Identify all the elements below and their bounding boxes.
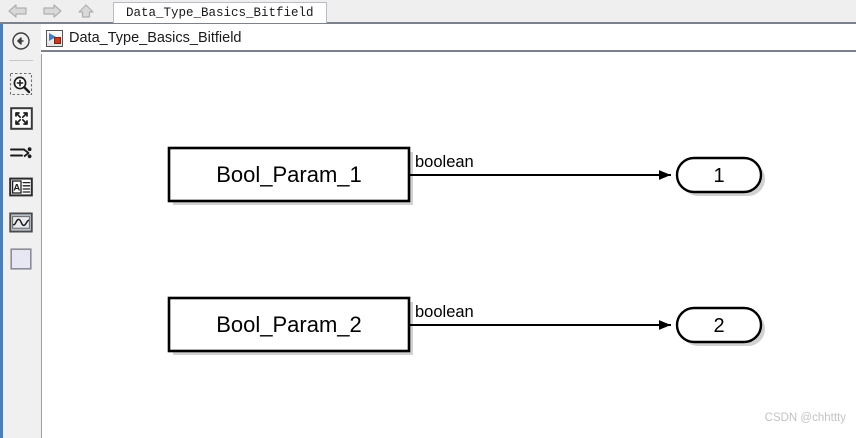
model-canvas[interactable]: Bool_Param_1 boolean 1 Bool_Param_2 bool… <box>41 54 856 438</box>
signal-label: boolean <box>415 153 474 171</box>
svg-text:A: A <box>13 183 20 194</box>
block-group-2[interactable]: Bool_Param_2 <box>167 296 413 355</box>
arrow-left-icon[interactable] <box>6 2 30 20</box>
port-number: 2 <box>713 315 724 337</box>
signal-label: boolean <box>415 303 474 321</box>
block-label: Bool_Param_1 <box>216 162 362 187</box>
breadcrumb-tab[interactable]: Data_Type_Basics_Bitfield <box>113 2 327 23</box>
port-number: 1 <box>713 165 724 187</box>
arrow-right-icon[interactable] <box>40 2 64 20</box>
zoom-in-icon[interactable] <box>8 71 34 97</box>
navigation-bar: Data_Type_Basics_Bitfield <box>0 0 856 24</box>
output-port-1[interactable]: 1 <box>675 156 765 196</box>
nav-arrow-group <box>6 0 98 22</box>
signal-line-1[interactable]: boolean <box>409 153 671 180</box>
signal-line-2[interactable]: boolean <box>409 303 671 330</box>
annotation-text-icon[interactable]: A <box>8 174 34 200</box>
watermark: CSDN @chhttty <box>764 412 846 424</box>
block-group-1[interactable]: Bool_Param_1 <box>167 146 413 205</box>
simulink-model-icon <box>46 29 63 47</box>
signal-routing-icon[interactable] <box>8 140 34 166</box>
block-diagram: Bool_Param_1 boolean 1 Bool_Param_2 bool… <box>167 146 765 355</box>
arrow-up-icon[interactable] <box>74 2 98 20</box>
fit-to-view-icon[interactable] <box>8 105 34 131</box>
page-title: Data_Type_Basics_Bitfield <box>69 30 242 46</box>
block-label: Bool_Param_2 <box>216 312 362 337</box>
blank-block-icon[interactable] <box>8 246 34 272</box>
scope-waveform-icon[interactable] <box>8 209 34 235</box>
output-port-2[interactable]: 2 <box>675 306 765 346</box>
left-toolbar: A <box>0 24 41 438</box>
toolbar-divider <box>9 60 33 61</box>
navigate-back-icon[interactable] <box>8 28 34 54</box>
model-title-bar: Data_Type_Basics_Bitfield <box>41 26 856 52</box>
